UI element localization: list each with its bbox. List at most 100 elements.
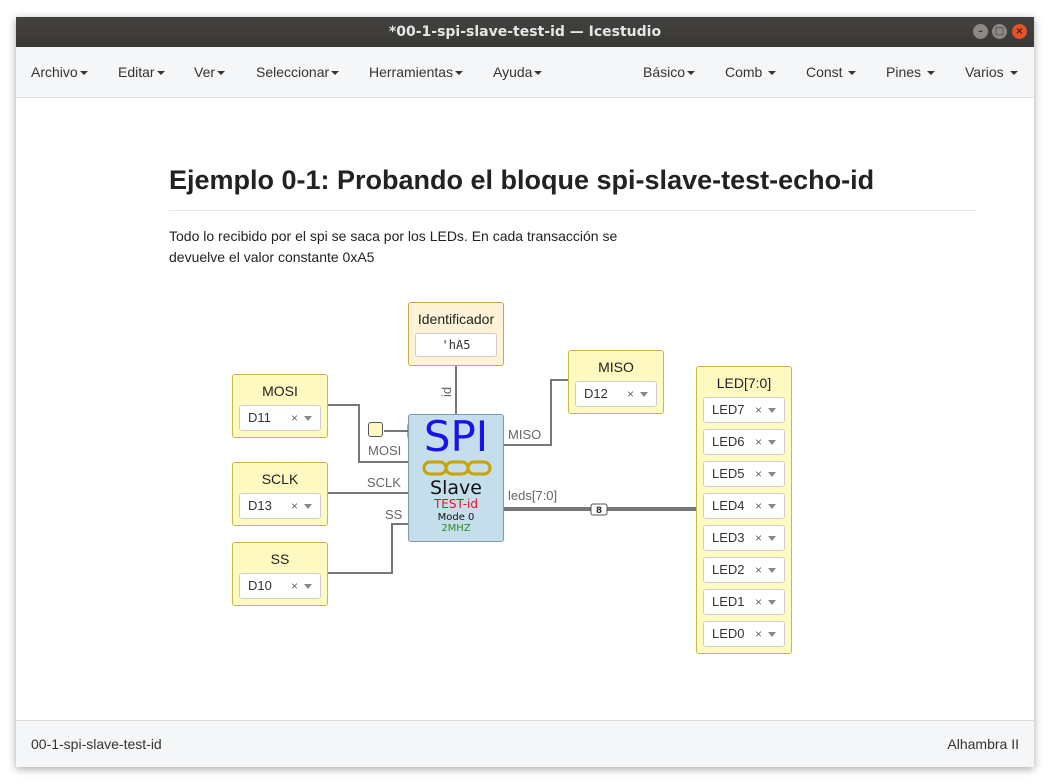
chevron-down-icon [1009,71,1018,76]
pin-select-sclk[interactable]: D13× [239,493,321,519]
menu-ver[interactable]: Ver [194,47,226,97]
menu-varios[interactable]: Varios [965,47,1018,97]
clear-icon[interactable]: × [626,387,634,401]
output-block-miso[interactable]: MISO D12× [568,350,664,414]
menu-seleccionar[interactable]: Seleccionar [256,47,340,97]
menu-editar[interactable]: Editar [118,47,165,97]
footer-board[interactable]: Alhambra II [947,736,1019,752]
window-title: *00-1-spi-slave-test-id — Icestudio [388,24,662,40]
menu-archivo[interactable]: Archivo [31,47,88,97]
constant-block[interactable]: Identificador 'hA5 [408,302,504,366]
bus-width-label: 8 [596,506,602,516]
block-label: MISO [598,359,634,375]
minimize-button[interactable]: – [973,24,988,39]
wire-miso [504,379,568,446]
menu-bar: Archivo Editar Ver Seleccionar Herramien… [16,47,1034,98]
port-label-id: id [439,386,454,397]
dropdown-arrow-icon[interactable] [304,584,312,589]
clear-icon[interactable]: × [754,563,762,577]
clear-icon[interactable]: × [754,627,762,641]
chevron-down-icon [217,71,226,76]
constant-value-field[interactable]: 'hA5 [415,333,497,357]
chevron-down-icon [848,71,857,76]
dropdown-arrow-icon[interactable] [768,504,776,509]
chevron-down-icon [926,71,935,76]
menu-herramientas[interactable]: Herramientas [369,47,464,97]
port-label-mosi: MOSI [368,443,402,458]
close-button[interactable]: × [1012,24,1027,39]
spi-subtitle: Slave [430,477,482,499]
aux-input-block[interactable] [368,422,383,437]
dropdown-arrow-icon[interactable] [640,392,648,397]
clear-icon[interactable]: × [754,403,762,417]
spi-title: SPI [423,412,489,461]
input-block-ss[interactable]: SS D10× [232,542,328,606]
chevron-down-icon [156,71,165,76]
menu-ayuda[interactable]: Ayuda [493,47,543,97]
spi-mode: Mode 0 [437,512,475,523]
dropdown-arrow-icon[interactable] [304,416,312,421]
block-label: SS [270,551,290,567]
block-label: MOSI [262,383,298,399]
chevron-down-icon [79,71,88,76]
menu-const[interactable]: Const [806,47,857,97]
pin-select-led1[interactable]: LED1× [703,589,785,615]
block-label: SCLK [261,471,299,487]
design-canvas[interactable]: Ejemplo 0-1: Probando el bloque spi-slav… [16,98,1034,720]
pin-select-led5[interactable]: LED5× [703,461,785,487]
clear-icon[interactable]: × [754,531,762,545]
clear-icon[interactable]: × [290,499,298,513]
clear-icon[interactable]: × [754,467,762,481]
dropdown-arrow-icon[interactable] [768,536,776,541]
description-text: Todo lo recibido por el spi se saca por … [169,228,618,265]
constant-name: Identificador [417,311,495,327]
pin-select-led3[interactable]: LED3× [703,525,785,551]
dropdown-arrow-icon[interactable] [768,568,776,573]
chevron-down-icon [687,71,696,76]
port-label-sclk: SCLK [367,475,401,490]
dropdown-arrow-icon[interactable] [768,408,776,413]
maximize-button[interactable]: □ [992,24,1007,39]
pin-select-miso[interactable]: D12× [575,381,657,407]
chevron-down-icon [331,71,340,76]
clear-icon[interactable]: × [754,435,762,449]
menu-pines[interactable]: Pines [886,47,935,97]
pin-select-led6[interactable]: LED6× [703,429,785,455]
menu-basico[interactable]: Básico [643,47,696,97]
title-bar[interactable]: *00-1-spi-slave-test-id — Icestudio – □ … [16,17,1034,47]
input-block-sclk[interactable]: SCLK D13× [232,462,328,526]
port-label-miso: MISO [508,427,542,442]
menu-comb[interactable]: Comb [725,47,777,97]
pin-select-led4[interactable]: LED4× [703,493,785,519]
footer-filename: 00-1-spi-slave-test-id [31,736,162,752]
pin-select-led7[interactable]: LED7× [703,397,785,423]
spi-slave-block[interactable]: SPI Slave TEST-id Mode 0 2MHZ [408,412,504,542]
status-bar: 00-1-spi-slave-test-id Alhambra II [16,720,1034,767]
dropdown-arrow-icon[interactable] [768,632,776,637]
dropdown-arrow-icon[interactable] [768,600,776,605]
page-title: Ejemplo 0-1: Probando el bloque spi-slav… [169,165,875,195]
pin-select-ss[interactable]: D10× [239,573,321,599]
wire-ss [328,523,408,574]
chevron-down-icon [455,71,464,76]
wires: 8 [328,365,696,574]
chevron-down-icon [768,71,777,76]
app-window: *00-1-spi-slave-test-id — Icestudio – □ … [16,17,1034,767]
bus-width-box [590,503,608,516]
clear-icon[interactable]: × [754,499,762,513]
pin-select-mosi[interactable]: D11× [239,405,321,431]
wire-mosi [328,404,408,463]
spi-freq: 2MHZ [441,523,471,534]
spi-variant: TEST-id [433,497,479,511]
dropdown-arrow-icon[interactable] [304,504,312,509]
output-block-leds[interactable]: LED[7:0] LED7× LED6× LED5× LED4× LED3× L… [696,366,792,654]
dropdown-arrow-icon[interactable] [768,472,776,477]
clear-icon[interactable]: × [754,595,762,609]
dropdown-arrow-icon[interactable] [768,440,776,445]
pin-select-led2[interactable]: LED2× [703,557,785,583]
input-block-mosi[interactable]: MOSI D11× [232,374,328,438]
pin-select-led0[interactable]: LED0× [703,621,785,647]
chevron-down-icon [534,71,543,76]
clear-icon[interactable]: × [290,579,298,593]
clear-icon[interactable]: × [290,411,298,425]
